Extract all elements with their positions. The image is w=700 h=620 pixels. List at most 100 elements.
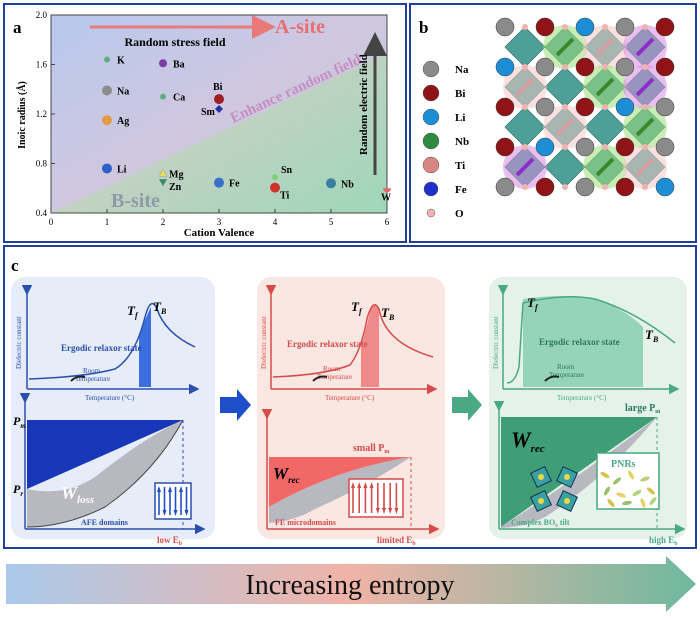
stage3-room-arrow — [544, 375, 560, 382]
afe-dipole-head — [179, 486, 183, 492]
point-label: Ag — [117, 116, 129, 127]
o-atom — [562, 24, 568, 30]
a-site-atom — [655, 97, 675, 117]
pnr-region — [632, 489, 642, 497]
data-point-sm — [215, 105, 223, 114]
y-tick-label: 0.4 — [36, 208, 48, 218]
point-label: Ti — [280, 191, 289, 202]
panel-b-tag: b — [419, 18, 428, 37]
stage2-room: Room — [323, 365, 341, 373]
data-point-mg — [158, 168, 168, 177]
pnr-region — [640, 498, 646, 508]
stage3-room2: Temperature — [549, 371, 584, 379]
o-atom — [642, 64, 648, 70]
b-site-atom — [538, 474, 544, 480]
point-label: Sn — [281, 165, 293, 176]
stage2-xlabel: Temperature (°C) — [325, 394, 375, 402]
stage1-ylabel: Dielectric constant — [15, 316, 23, 369]
polar-arrow — [635, 117, 655, 137]
o-atom — [642, 144, 648, 150]
legend-label: Na — [455, 64, 469, 76]
stage3-plateau-band — [523, 296, 643, 387]
a-site-atom — [535, 57, 555, 77]
stage3-tf: Tf — [527, 295, 539, 312]
fe-dipole-head — [394, 508, 399, 514]
stage3-xlabel: Temperature (°C) — [557, 394, 607, 402]
polar-arrow — [515, 77, 535, 97]
a-site-atom — [495, 57, 515, 77]
point-label: Ba — [173, 59, 185, 70]
a-site-atom — [535, 17, 555, 37]
stage1-tb: TB — [153, 299, 167, 316]
a-site-atom — [615, 137, 635, 157]
fe-dipole-head — [363, 482, 368, 488]
stage1-domains: AFE domains — [81, 518, 128, 527]
fe-dipole-head — [357, 482, 362, 488]
y-tick-label: 2.0 — [36, 10, 48, 20]
stage1-pr: Pr — [13, 482, 23, 498]
a-site-atom — [615, 97, 635, 117]
x-tick-label: 1 — [105, 217, 110, 227]
point-label: Bi — [213, 82, 223, 93]
afe-dipole-head — [162, 510, 167, 516]
stage1-peak-band — [139, 307, 151, 387]
stage-arrow-1 — [220, 389, 251, 421]
stage3-state: Ergodic relaxor state — [539, 337, 620, 347]
legend-swatch-na — [422, 60, 440, 78]
stage1-rec-area — [27, 420, 183, 527]
b-site-label: B-site — [111, 190, 160, 212]
legend-swatch-fe — [423, 181, 439, 197]
stage2-domains: FE microdomains — [275, 518, 336, 527]
data-point-ba — [159, 59, 167, 68]
panel-c-diagram: c Dielectric constant Temperature (°C) T… — [11, 256, 687, 547]
stage1-room2: Temperature — [75, 375, 110, 383]
legend-swatch-bi — [422, 84, 440, 102]
a-site-atom — [655, 17, 675, 37]
a-site-atom — [615, 177, 635, 197]
point-label: Fe — [229, 179, 240, 190]
data-point-ti — [270, 182, 280, 193]
stage3-ylabel: Dielectric constant — [492, 316, 500, 369]
stage3-pnr-box — [596, 452, 660, 510]
point-label: Li — [117, 164, 127, 175]
x-tick-label: 2 — [161, 217, 166, 227]
legend-swatch-ti — [422, 156, 440, 174]
point-label: K — [117, 56, 125, 67]
o-atom — [642, 104, 648, 110]
polar-arrow — [555, 37, 575, 57]
a-site-atom — [575, 17, 595, 37]
x-axis-label: Cation Valence — [184, 227, 255, 239]
stage2-pm: small Pm — [353, 443, 389, 455]
pnr-region — [646, 487, 656, 495]
afe-dipole-head — [157, 486, 161, 492]
pnr-region — [600, 471, 610, 479]
pnr-region — [603, 486, 611, 496]
legend-label: Fe — [455, 184, 467, 196]
o-atom — [522, 24, 528, 30]
o-atom — [642, 184, 648, 190]
a-site-atom — [535, 177, 555, 197]
x-tick-label: 4 — [273, 217, 278, 227]
stage2-wrec: Wrec — [273, 464, 300, 485]
stage1-eb: low Eb — [157, 535, 183, 547]
stage1-tf: Tf — [127, 303, 139, 320]
a-site-atom — [535, 97, 555, 117]
legend-swatch-li — [422, 108, 440, 126]
data-point-li — [102, 163, 112, 174]
a-site-atom — [655, 57, 675, 77]
stage3-pnrs: PNRs — [611, 459, 636, 470]
panel-a-tag: a — [13, 18, 22, 37]
entropy-label: Increasing entropy — [245, 570, 454, 601]
a-site-atom — [655, 137, 675, 157]
point-label: Nb — [341, 179, 354, 190]
stage3-pm: large Pm — [625, 403, 660, 415]
stage1-xlabel: Temperature (°C) — [85, 394, 135, 402]
stage2-eb: limited Eb — [377, 535, 416, 547]
fe-dipole-head — [375, 508, 380, 514]
data-point-nb — [326, 178, 336, 189]
a-site-atom — [495, 97, 515, 117]
o-atom — [602, 24, 608, 30]
polar-arrow — [635, 157, 655, 177]
